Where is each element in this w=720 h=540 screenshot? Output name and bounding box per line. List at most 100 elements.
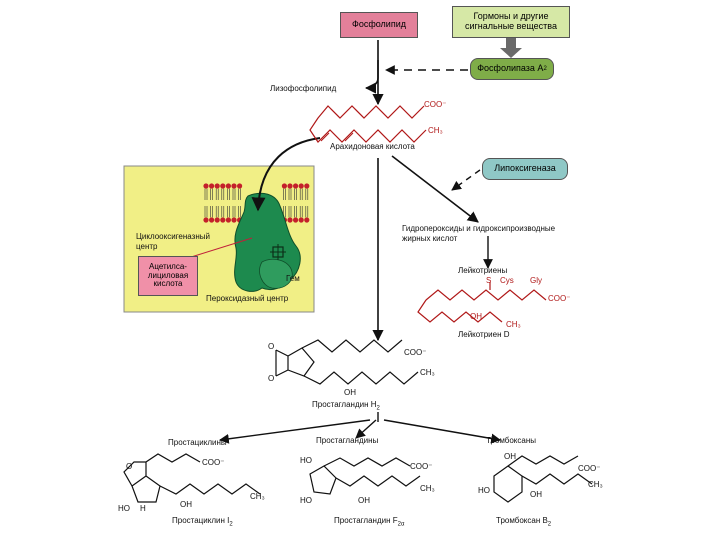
lipid-head [231,217,237,223]
lipid-head [225,183,231,189]
lipid-tail [288,206,292,218]
lipid-head [298,217,304,223]
lipid-tail [294,206,297,218]
lipid-head [209,217,215,223]
lipid-tail [221,188,225,200]
lipid-head [209,183,215,189]
lipid-head [231,183,237,189]
leukotriene-cys: Cys [500,276,514,285]
hormone-signal-arrow [500,38,522,58]
lipid-tail [232,206,236,218]
pgh2-coo: COO⁻ [404,348,427,357]
lipid-head [304,183,310,189]
lipid-head [293,183,299,189]
lipid-head [287,217,293,223]
pgh2-ch3: CH₃ [420,368,435,377]
prostaglandins-label: Простагландины [316,436,379,445]
txb-oh-top: OH [504,452,516,461]
phospholipid-arrow [364,40,379,94]
pgh2-oh: OH [344,388,356,397]
prostacyclin-ch3: CH₃ [250,492,265,501]
lipid-head [214,217,220,223]
prostaglandin-f2a-text: Простагландин F [334,516,398,525]
lipid-tail [299,188,303,200]
heme-label: Гем [286,274,300,283]
prostacyclins-label: Простациклины [168,438,227,447]
leukotriene-oh: OH [470,312,482,321]
lipid-head [220,183,226,189]
lipid-tail [299,206,303,218]
pgh2-o-bottom: O [268,374,275,383]
lipid-tail [210,188,213,200]
lipid-tail [305,206,309,218]
substrate-channel-arrow [251,137,321,212]
lipid-tail [238,206,241,218]
lipid-head [203,183,209,189]
prostacyclin-i2-label: Простациклин I2 [172,516,233,528]
branch-prostacyclin-arrow [219,419,371,444]
thromboxane-b2-text: Тромбоксан B [496,516,548,525]
phospholipid-box: Фосфолипид [340,12,418,38]
prostacyclin-i2-text: Простациклин I [172,516,230,525]
branch-prostaglandin-arrow [355,419,377,439]
hormones-line-2: сигнальные вещества [465,21,557,31]
leukotriene-d-text: Лейкотриен D [458,330,510,339]
phospholipase-label: Фосфолипаза A [477,63,544,74]
prostaglandin-f2a-sub: 2α [397,521,405,528]
prostacyclin-oh: OH [180,500,192,509]
arachidonic-coo: COO⁻ [424,100,447,109]
leukotriene-ch3: CH₃ [506,320,521,329]
aspirin-box: Ацетилса- лициловая кислота [138,256,198,296]
prostacyclin-h: H [140,504,146,513]
leukotriene-gly: Gly [530,276,542,285]
lipid-head [281,183,287,189]
lipid-tail [215,188,219,200]
leukotrienes-label: Лейкотриены [458,266,508,275]
aspirin-line-3: кислота [153,279,183,289]
lipid-tail [221,206,225,218]
lipid-tail [305,188,309,200]
lipid-head [214,183,220,189]
txb-ho: HO [478,486,490,495]
aspirin-line-1: Ацетилса- [149,261,187,271]
branch-thromboxane-arrow [383,419,501,444]
lipid-head [220,217,226,223]
prostaglandin-h2-structure [275,339,419,385]
lipid-head [237,183,243,189]
lipid-tail [210,206,213,218]
lipid-tail [204,206,208,218]
leukotriene-s: S [486,276,492,285]
hormones-box: Гормоны и другие сигнальные вещества [452,6,570,38]
prostacyclin-coo: COO⁻ [202,458,225,467]
thromboxane-b2-sub: 2 [547,521,552,528]
prostaglandin-h2-text: Простагландин H [312,400,377,409]
peroxidase-label: Пероксидазный центр [206,294,289,303]
prostaglandin-f2a-label: Простагландин F2α [334,516,404,528]
cyclooxygenase-label-1: Циклооксигеназный [136,232,210,241]
pgf-ho-top: HO [300,456,312,465]
arachidonic-ch3: CH₃ [428,126,443,135]
lipid-tail [227,206,230,218]
lipoxygenase-pathway-arrow [391,155,479,223]
lipid-head [287,183,293,189]
lipid-tail [288,188,292,200]
pgf-oh: OH [358,496,370,505]
arachidonic-acid-label: Арахидоновая кислота [330,142,415,151]
lipid-tail [215,206,219,218]
lipid-tail [227,188,230,200]
prostaglandin-f2a-structure [309,457,421,495]
prostacyclin-i2-sub: 2 [229,521,233,528]
heme-icon [270,244,286,260]
lipid-tail [238,188,241,200]
phospholipase-subscript: 2 [543,65,547,72]
lipoxygenase-dashed-arrow [451,169,481,191]
thromboxanes-label: Тромбоксаны [486,436,536,445]
arachidonic-double-bonds [320,108,364,142]
arachidonic-acid-structure [309,105,427,143]
pgh2-o-top: O [268,342,275,351]
lysophospholipid-label: Лизофосфолипид [270,84,337,93]
pgf-ho-bottom: HO [300,496,312,505]
lipid-head [298,183,304,189]
